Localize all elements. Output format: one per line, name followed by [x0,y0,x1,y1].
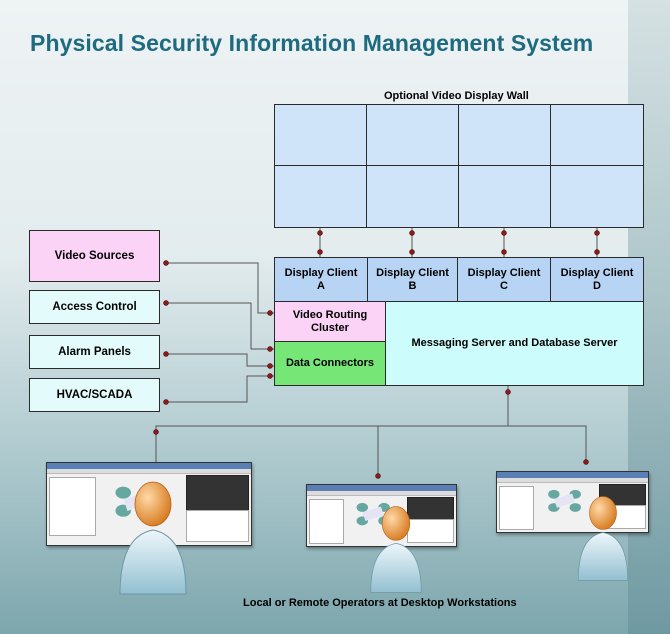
client-label: Display Client [467,266,541,279]
display-client-c: Display Client C [457,257,551,302]
video-view [185,475,249,512]
window-titlebar [47,463,251,469]
wall-panel [275,105,367,166]
wall-panel [459,166,551,227]
page-title: Physical Security Information Management… [30,30,594,56]
display-client-b: Display Client B [367,257,458,302]
messaging-database-server: Messaging Server and Database Server [385,301,644,386]
wall-panel [367,166,459,227]
client-letter: A [317,279,325,292]
operator-person-icon [370,506,422,593]
client-label: Display Client [284,266,358,279]
window-titlebar [307,485,456,491]
client-label: Display Client [376,266,449,279]
floorplan-map [547,489,581,512]
data-connectors: Data Connectors [274,341,386,386]
client-letter: C [500,279,508,292]
client-label: Display Client [560,266,634,279]
operator-person-icon [119,481,187,595]
wall-panel [367,105,459,166]
video-wall-caption: Optional Video Display Wall [384,90,529,102]
side-panel [185,510,249,542]
window-menubar [307,491,456,496]
source-alarm-panels: Alarm Panels [29,335,160,369]
wall-panel [275,166,367,227]
operator-person-icon [577,496,629,581]
tree-panel [49,477,96,537]
tree-panel [499,486,535,530]
wall-panel [459,105,551,166]
display-client-a: Display Client A [274,257,368,302]
window-menubar [47,469,251,474]
window-titlebar [497,472,648,478]
source-video-sources: Video Sources [29,230,160,282]
operators-caption: Local or Remote Operators at Desktop Wor… [243,597,517,609]
source-access-control: Access Control [29,290,160,324]
video-display-wall [274,104,644,228]
window-menubar [497,478,648,483]
wall-panel [551,105,643,166]
wall-panel [551,166,643,227]
operator-workstation-screen [306,484,457,547]
client-letter: D [593,279,601,292]
display-client-d: Display Client D [550,257,644,302]
video-routing-cluster: Video Routing Cluster [274,301,386,342]
tree-panel [309,499,344,544]
source-hvac-scada: HVAC/SCADA [29,378,160,412]
client-letter: B [408,279,417,292]
